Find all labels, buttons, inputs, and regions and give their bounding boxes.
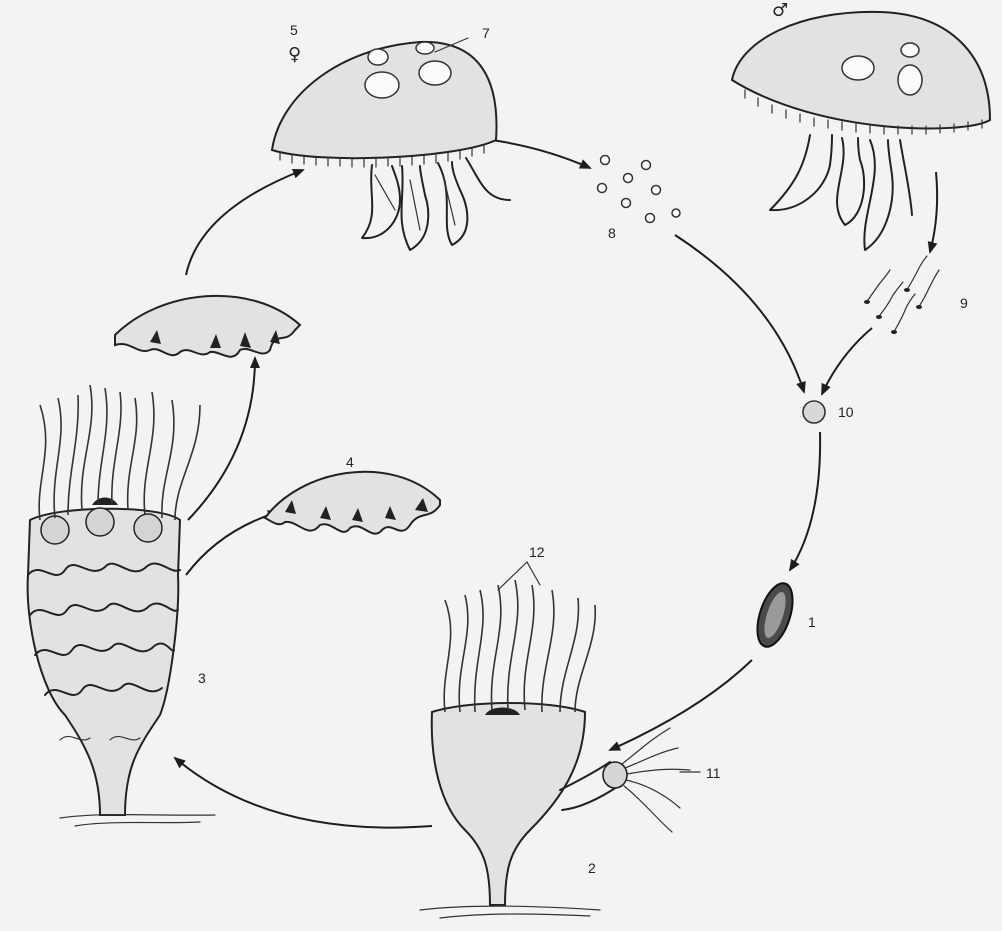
arrow-female-to-eggs xyxy=(492,140,590,168)
arrow-planula-to-polyp xyxy=(610,660,752,750)
female-symbol: ♀ xyxy=(288,44,301,65)
eggs-cluster xyxy=(598,156,681,223)
male-symbol: ♂ xyxy=(772,0,788,21)
arrow-male-to-sperm xyxy=(930,172,937,252)
label-10: 10 xyxy=(838,404,854,420)
arrow-eggs-to-zygote xyxy=(675,235,804,392)
label-12: 12 xyxy=(529,544,545,560)
arrow-sperm-to-zygote xyxy=(822,328,872,394)
label-5: 5 xyxy=(290,22,298,38)
male-medusa xyxy=(732,12,990,250)
label-4: 4 xyxy=(346,454,354,470)
strobila xyxy=(28,385,215,826)
label-3: 3 xyxy=(198,670,206,686)
label-9: 9 xyxy=(960,295,968,311)
zygote xyxy=(803,401,825,423)
leader-12b xyxy=(527,562,540,585)
leader-12a xyxy=(498,562,527,590)
label-2: 2 xyxy=(588,860,596,876)
label-8: 8 xyxy=(608,225,616,241)
arrow-strobila-to-ephyra xyxy=(186,512,278,575)
polyp xyxy=(420,580,690,918)
label-1: 1 xyxy=(808,614,816,630)
planula xyxy=(751,579,800,651)
female-medusa xyxy=(272,42,510,250)
label-7: 7 xyxy=(482,25,490,41)
ephyra-lower xyxy=(265,472,440,534)
arrow-polyp-to-strobila xyxy=(175,758,432,828)
sperm-cluster xyxy=(864,256,939,334)
arrow-strobila-to-ephyra-top xyxy=(188,358,255,520)
arrow-zygote-to-planula xyxy=(790,432,820,570)
label-11: 11 xyxy=(706,765,721,781)
arrow-ephyra-to-female xyxy=(186,170,303,275)
ephyra-upper xyxy=(115,296,300,357)
